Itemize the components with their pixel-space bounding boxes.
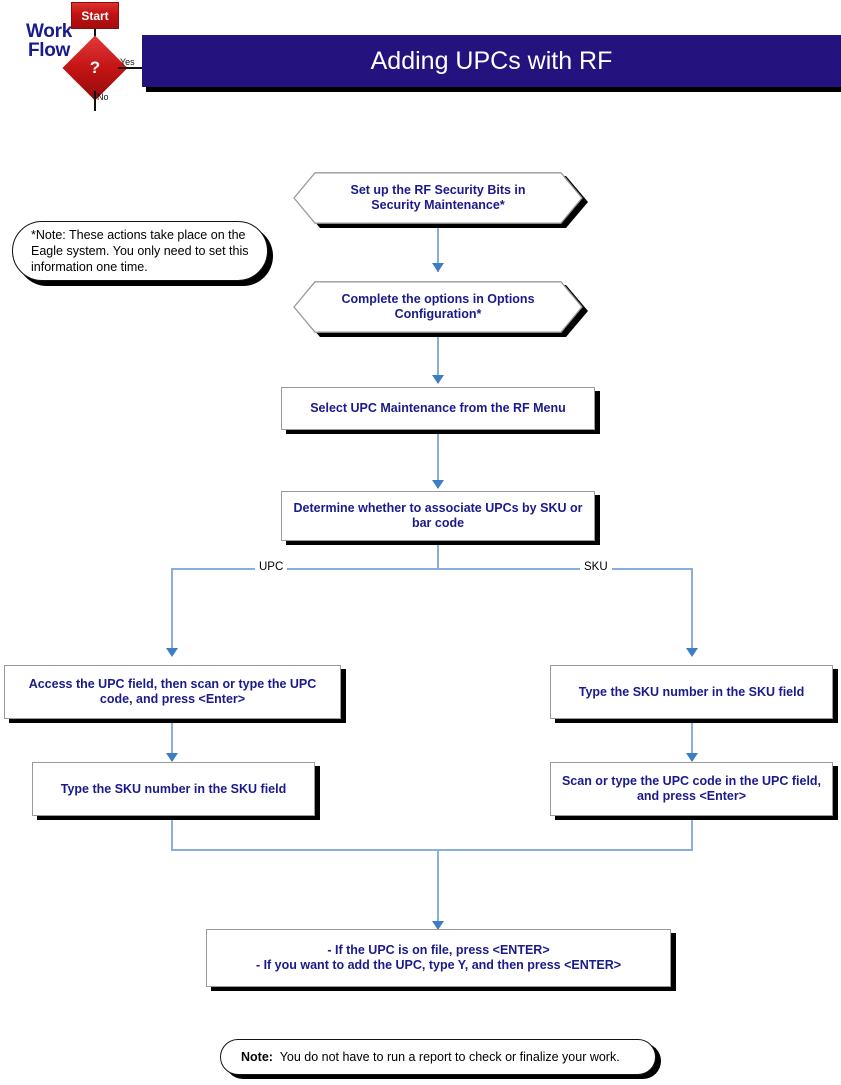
bottom-note-rest: You do not have to run a report to check… xyxy=(279,1050,620,1064)
arrow-hex1-to-hex2 xyxy=(432,263,444,272)
side-note-text: *Note: These actions take place on the E… xyxy=(31,228,249,274)
proc-left-2: Type the SKU number in the SKU field xyxy=(32,762,315,816)
proc-select-upc: Select UPC Maintenance from the RF Menu xyxy=(281,387,595,430)
arrow-merge-to-final xyxy=(432,921,444,930)
title-bar: Adding UPCs with RF xyxy=(142,35,841,87)
connector-merge-horizontal xyxy=(171,849,693,851)
proc-left-1-label: Access the UPC field, then scan or type … xyxy=(28,677,317,706)
proc-determine: Determine whether to associate UPCs by S… xyxy=(281,491,595,541)
hex-options-config-label: Complete the options in Options Configur… xyxy=(341,292,535,321)
workflow-logo: Start ? Yes No Work Flow xyxy=(0,0,150,115)
connector-right-merge-down xyxy=(691,816,693,850)
page-title: Adding UPCs with RF xyxy=(370,46,613,75)
hex-setup-security-label: Set up the RF Security Bits in Security … xyxy=(350,183,526,212)
proc-left-2-label: Type the SKU number in the SKU field xyxy=(60,781,287,796)
connector-merge-to-final xyxy=(437,849,439,929)
connector-left-branch-down xyxy=(171,568,173,655)
arrow-right-1-to-2 xyxy=(686,753,698,762)
bottom-note-text: Note: You do not have to run a report to… xyxy=(241,1049,620,1065)
logo-yes-label: Yes xyxy=(120,57,135,67)
proc-right-2-label: Scan or type the UPC code in the UPC fie… xyxy=(561,774,822,803)
hex-options-config: Complete the options in Options Configur… xyxy=(293,281,583,333)
logo-connector-yes xyxy=(118,67,146,69)
hex-setup-security-svg xyxy=(293,172,583,224)
connector-right-branch-down xyxy=(691,568,693,655)
arrow-left-1-to-2 xyxy=(166,753,178,762)
connector-determine-down xyxy=(437,541,439,569)
hex-setup-security: Set up the RF Security Bits in Security … xyxy=(293,172,583,224)
proc-final-label: - If the UPC is on file, press <ENTER> -… xyxy=(255,943,622,972)
arrow-hex2-to-select xyxy=(432,375,444,384)
hex-options-config-label-wrap: Complete the options in Options Configur… xyxy=(293,281,583,333)
connector-hex1-to-hex2 xyxy=(437,224,439,272)
arrow-select-to-determine xyxy=(432,480,444,489)
start-node: Start xyxy=(71,2,119,29)
connector-select-to-determine xyxy=(437,430,439,488)
connector-hex2-to-select xyxy=(437,333,439,383)
start-node-label: Start xyxy=(81,8,109,23)
branch-label-upc: UPC xyxy=(255,561,288,573)
decision-diamond-label: ? xyxy=(89,58,101,77)
side-note: *Note: These actions take place on the E… xyxy=(12,221,268,281)
bottom-note-bold: Note: xyxy=(241,1050,273,1064)
proc-final: - If the UPC is on file, press <ENTER> -… xyxy=(206,929,671,987)
connector-right-1-to-2 xyxy=(691,719,693,761)
arrow-left-branch xyxy=(166,648,178,657)
proc-right-2: Scan or type the UPC code in the UPC fie… xyxy=(550,762,833,816)
workflow-logo-text: Work Flow xyxy=(14,22,84,60)
hex-options-config-svg xyxy=(293,281,583,333)
connector-left-merge-down xyxy=(171,816,173,850)
proc-right-1: Type the SKU number in the SKU field xyxy=(550,665,833,719)
hex-setup-security-label-wrap: Set up the RF Security Bits in Security … xyxy=(293,172,583,224)
branch-label-sku: SKU xyxy=(580,561,612,573)
workflow-word-2: Flow xyxy=(27,40,71,61)
workflow-word-1: Work xyxy=(26,21,72,42)
proc-right-1-label: Type the SKU number in the SKU field xyxy=(578,684,805,699)
arrow-right-branch xyxy=(686,648,698,657)
proc-select-upc-label: Select UPC Maintenance from the RF Menu xyxy=(310,401,566,415)
connector-left-1-to-2 xyxy=(171,719,173,761)
connector-branch-horizontal xyxy=(171,568,693,570)
proc-left-1: Access the UPC field, then scan or type … xyxy=(4,665,341,719)
logo-connector-no xyxy=(94,91,96,111)
title-bar-shadow xyxy=(146,87,841,92)
logo-no-label: No xyxy=(97,92,109,102)
proc-determine-label: Determine whether to associate UPCs by S… xyxy=(293,501,583,530)
bottom-note: Note: You do not have to run a report to… xyxy=(220,1039,656,1075)
